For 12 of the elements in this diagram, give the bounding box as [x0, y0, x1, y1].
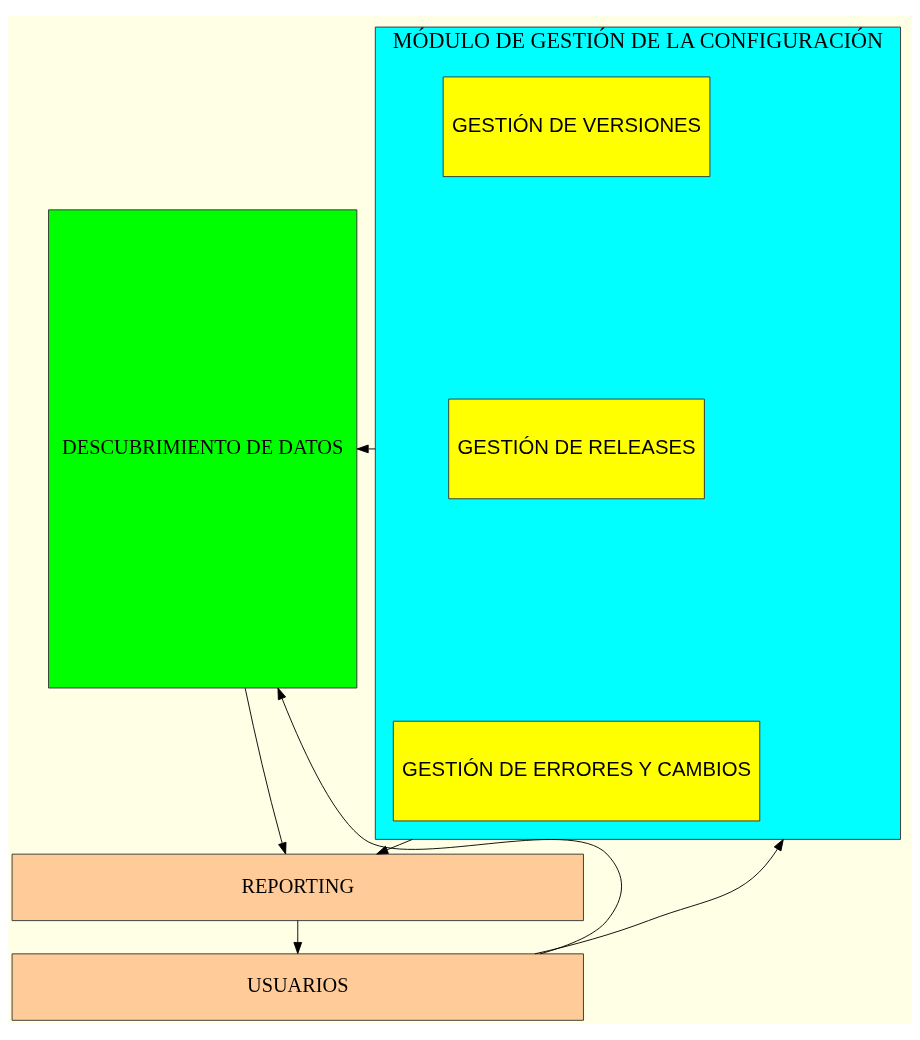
node-box: REPORTING: [11, 853, 584, 922]
node-box: GESTIÓN DE VERSIONES: [442, 76, 711, 178]
arrow: [356, 444, 376, 454]
arrow: [277, 687, 623, 955]
arrow: [293, 920, 303, 954]
node-box: GESTIÓN DE RELEASES: [448, 398, 705, 500]
arrow: [376, 838, 413, 855]
node-box: GESTIÓN DE ERRORES Y CAMBIOS: [392, 720, 761, 822]
arrow: [244, 687, 287, 855]
node-box: USUARIOS: [11, 953, 584, 1021]
arrow: [534, 838, 784, 955]
node-box: DESCUBRIMIENTO DE DATOS: [48, 209, 358, 689]
